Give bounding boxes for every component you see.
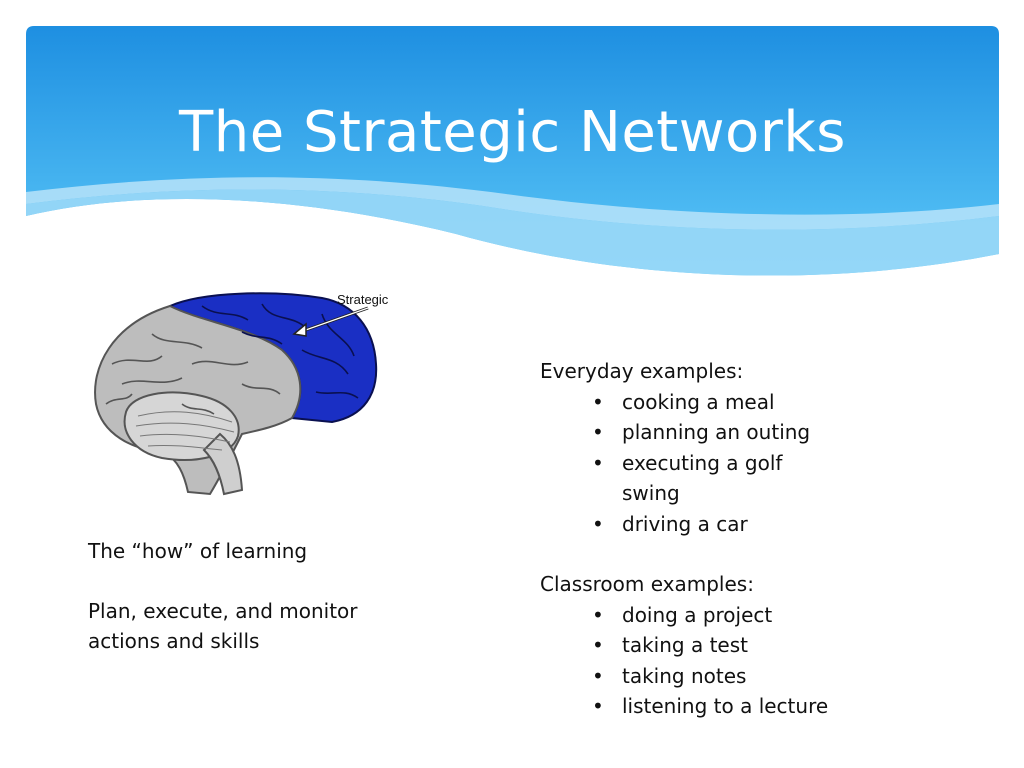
list-item: doing a project — [592, 600, 882, 631]
brain-icon — [94, 292, 378, 496]
brain-label: Strategic — [337, 292, 389, 307]
plan-execute-text: Plan, execute, and monitor actions and s… — [88, 599, 358, 653]
header-background — [26, 26, 999, 276]
everyday-heading: Everyday examples: — [540, 359, 744, 383]
list-item: planning an outing — [592, 417, 842, 448]
everyday-list: cooking a meal planning an outing execut… — [540, 387, 920, 540]
slide-header: The Strategic Networks — [26, 26, 999, 286]
list-item: driving a car — [592, 509, 842, 540]
list-item: listening to a lecture — [592, 691, 882, 722]
classroom-heading: Classroom examples: — [540, 572, 754, 596]
slide-title: The Strategic Networks — [179, 100, 846, 165]
list-item: cooking a meal — [592, 387, 842, 418]
examples-panel: Everyday examples: cooking a meal planni… — [540, 356, 920, 752]
classroom-list: doing a project taking a test taking not… — [540, 600, 920, 722]
list-item: executing a golf swing — [592, 448, 822, 509]
how-of-learning: The “how” of learning — [88, 539, 308, 563]
list-item: taking a test — [592, 630, 882, 661]
list-item: taking notes — [592, 661, 882, 692]
